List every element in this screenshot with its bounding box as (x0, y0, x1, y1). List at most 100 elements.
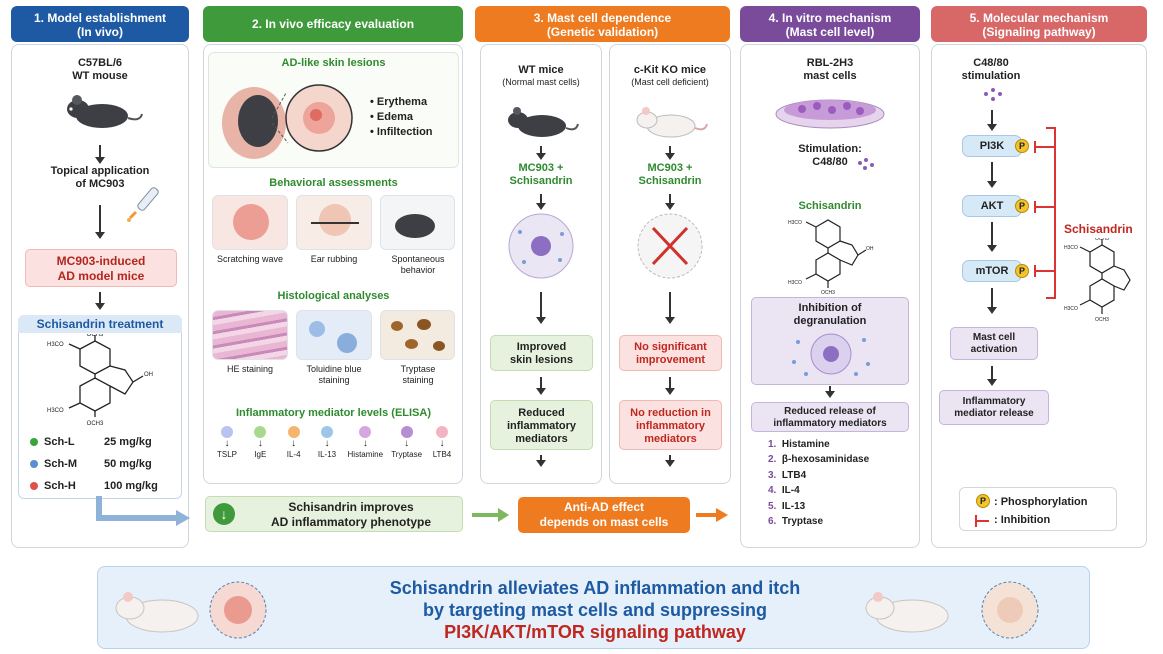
spontaneous-thumb (380, 195, 455, 250)
ko-label: c-Kit KO mice(Mast cell deficient) (631, 64, 709, 87)
tube-icon (254, 426, 267, 438)
svg-text:H3CO: H3CO (47, 408, 64, 414)
dose-dot-icon (30, 482, 38, 491)
schisandrin-structure-icon: H3CO H3CO OCH3 OH (788, 219, 874, 296)
arrow (987, 162, 997, 188)
before-mouse-icon (115, 581, 267, 639)
lesion-item: • Edema (370, 111, 413, 123)
orange-arrow-icon (696, 508, 728, 522)
tryptase-thumb (380, 310, 455, 360)
arrow (536, 194, 546, 210)
legend (959, 487, 1117, 531)
col5-drug: Schisandrin (1064, 222, 1133, 236)
toluidine-thumb (296, 310, 372, 360)
mtor-node: mTOR (962, 260, 1022, 282)
mediator-item: 3. LTB4 (768, 469, 807, 481)
arrow (95, 205, 105, 239)
behavior-label: Ear rubbing (310, 254, 358, 264)
svg-text:OCH3: OCH3 (1095, 317, 1109, 323)
behavior-label: Spontaneous behavior (391, 254, 445, 275)
arrow (665, 292, 675, 324)
lesions-title: AD-like skin lesions (281, 57, 386, 69)
ear-rubbing-thumb (296, 195, 372, 250)
scratching-thumb (212, 195, 288, 250)
arrow (95, 145, 105, 164)
svg-text:H3CO: H3CO (1064, 245, 1078, 251)
header-col2: 2. In vivo efficacy evaluation (203, 6, 463, 42)
akt-node: AKT (962, 195, 1022, 217)
arrow (987, 366, 997, 386)
ko-treatment: MC903 +Schisandrin (638, 162, 702, 187)
arrow (987, 110, 997, 131)
inhibition-mark-icon (1034, 201, 1056, 213)
mouse-lesion-icon (222, 84, 353, 159)
tube-icon (287, 426, 300, 438)
absent-mast-cell-icon (637, 213, 703, 279)
mast-cell-icon (508, 213, 574, 279)
tube-icon (400, 426, 413, 438)
tube-icon (435, 426, 448, 438)
ko-mouse-icon (636, 107, 708, 138)
col4-drug: Schisandrin (798, 200, 862, 212)
header-col5: 5. Molecular mechanism(Signaling pathway… (931, 6, 1147, 42)
mediator-item: 1. Histamine (768, 439, 830, 450)
svg-text:H3CO: H3CO (47, 342, 64, 348)
stimulation-label: Stimulation:C48/80 (798, 143, 862, 168)
schisandrin-structure-icon: OCH3 H3CO H3CO OCH3 (1064, 238, 1131, 323)
svg-text:H3CO: H3CO (1064, 306, 1078, 312)
elisa-item: ↓TSLP (212, 426, 242, 474)
behavior-label: Scratching wave (216, 254, 284, 264)
lesion-items: • Erythema • Edema • Infiltection (370, 95, 460, 140)
after-mouse-icon (865, 581, 1039, 639)
elisa-row: ↓TSLP ↓IgE ↓IL-4 ↓IL-13 ↓Histamine ↓Tryp… (212, 426, 456, 474)
arrow (987, 288, 997, 314)
pi3k-node: PI3K (962, 135, 1022, 157)
mediator-item: 4. IL-4 (768, 485, 800, 497)
inhibition-line (1054, 127, 1056, 299)
he-staining-thumb (212, 310, 288, 360)
elisa-item: ↓LTB4 (428, 426, 456, 474)
arrow (536, 292, 546, 324)
header-col1: 1. Model establishment(In vivo) (11, 6, 189, 42)
wt-label: WT mice(Normal mast cells) (502, 64, 580, 87)
arrow (536, 455, 546, 467)
legend-phosphorylation: : Phosphorylation (994, 496, 1088, 508)
mediator-list: 1. Histamine 2. β-hexosaminidase 3. LTB4… (768, 437, 908, 529)
mediator-item: 2. β-hexosaminidase (768, 454, 870, 466)
phosphorylation-badge: P (1015, 199, 1029, 213)
tube-icon (320, 426, 333, 438)
schisandrin-structure-icon: OCH3 H3CO H3CO OCH3 OH (47, 334, 153, 426)
header-col3: 3. Mast cell dependence(Genetic validati… (475, 6, 730, 42)
svg-text:OCH3: OCH3 (87, 334, 104, 338)
svg-text:OH: OH (144, 372, 153, 378)
phosphorylation-badge: P (1015, 264, 1029, 278)
elisa-item: ↓IgE (245, 426, 275, 474)
inhibition-mark-icon (1034, 265, 1056, 277)
inhibition-legend-icon (975, 515, 989, 527)
lesion-item: • Erythema (370, 96, 428, 108)
dose-dot-icon (30, 438, 38, 447)
mediator-item: 6. Tryptase (768, 516, 824, 528)
behavior-title: Behavioral assessments (269, 177, 398, 189)
treatment-title: Schisandrin treatment (18, 315, 182, 333)
elisa-item: ↓Histamine (345, 426, 385, 474)
arrow (95, 292, 105, 310)
wt-treatment: MC903 +Schisandrin (509, 162, 573, 187)
inhibition-line (1046, 127, 1056, 129)
arrow (987, 222, 997, 252)
